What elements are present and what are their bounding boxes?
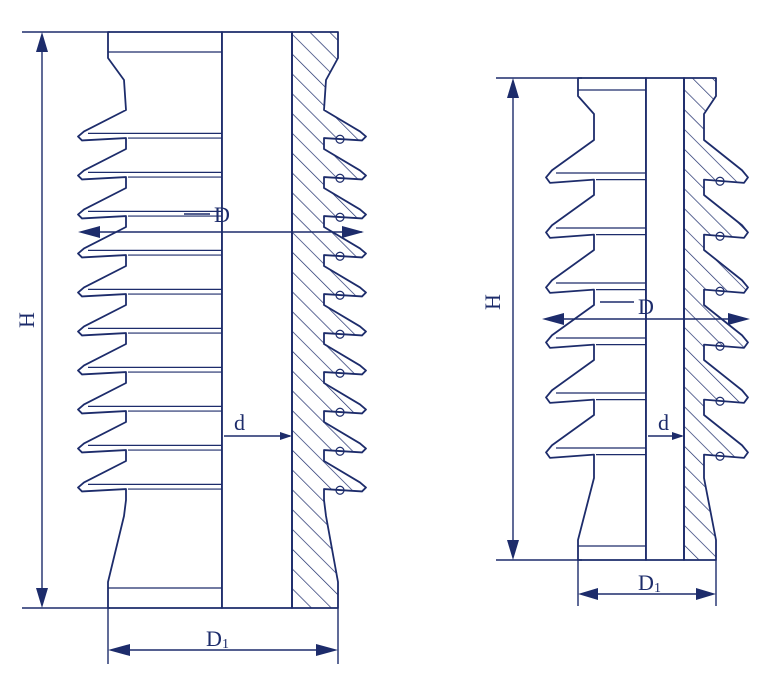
left-shed-diameter-label: D	[214, 202, 230, 227]
left-inner-diameter-dimension: d	[224, 410, 292, 440]
left-shed-curl	[335, 446, 345, 456]
right-shed-curl	[715, 231, 725, 241]
left-shed-curl	[335, 173, 345, 183]
left-body	[77, 31, 367, 609]
left-inner-bore	[221, 31, 293, 609]
left-shed-diameter-dimension: D	[78, 202, 364, 238]
left-shed-curl	[335, 134, 345, 144]
right-shed-diameter-label: D	[638, 294, 654, 319]
left-base-arrow-left	[108, 644, 130, 656]
right-base-diameter-label: D	[638, 570, 654, 595]
left-shed-curl	[335, 329, 345, 339]
right-shed-arrow-left	[542, 313, 564, 325]
left-base-diameter-subscript: 1	[222, 637, 229, 652]
left-shed-arrow-right	[342, 226, 364, 238]
right-shed-curl	[715, 341, 725, 351]
right-inner-diameter-label: d	[658, 410, 669, 435]
left-base-diameter-dimension: D 1	[107, 608, 339, 664]
right-shed-diameter-dimension: D	[542, 294, 750, 325]
left-height-arrow-top	[36, 32, 48, 52]
right-base-diameter-subscript: 1	[654, 581, 661, 596]
left-base-diameter-label: D	[206, 626, 222, 651]
left-height-dimension: H	[14, 31, 110, 609]
right-base-arrow-right	[696, 588, 716, 600]
right-base-diameter-dimension: D 1	[577, 560, 717, 606]
left-shed-curl	[335, 368, 345, 378]
right-shed-curl	[715, 396, 725, 406]
right-insulator: H D d D 1	[480, 77, 750, 606]
left-shed-curl	[335, 212, 345, 222]
left-insulator: H D d D 1	[14, 31, 367, 664]
right-shed-curl	[715, 451, 725, 461]
right-height-arrow-bottom	[507, 540, 519, 560]
right-height-arrow-top	[507, 78, 519, 98]
left-shed-curl	[335, 251, 345, 261]
left-shed-arrow-left	[78, 226, 100, 238]
left-height-arrow-bottom	[36, 588, 48, 608]
left-inner-arrow	[280, 432, 292, 440]
left-shed-curl	[335, 290, 345, 300]
right-height-label: H	[480, 294, 505, 310]
left-shed-curl	[335, 407, 345, 417]
right-shed-arrow-right	[728, 313, 750, 325]
right-shed-curl	[715, 176, 725, 186]
right-shed-curl	[715, 286, 725, 296]
left-inner-diameter-label: d	[234, 410, 245, 435]
right-height-dimension: H	[480, 77, 582, 561]
right-inner-diameter-dimension: d	[648, 410, 684, 440]
left-exterior-profile	[77, 31, 223, 609]
left-base-arrow-right	[316, 644, 338, 656]
left-section-hatch	[291, 31, 367, 609]
left-shed-curl	[335, 485, 345, 495]
left-height-label: H	[14, 312, 39, 328]
right-base-arrow-left	[578, 588, 598, 600]
right-inner-arrow	[672, 432, 684, 440]
